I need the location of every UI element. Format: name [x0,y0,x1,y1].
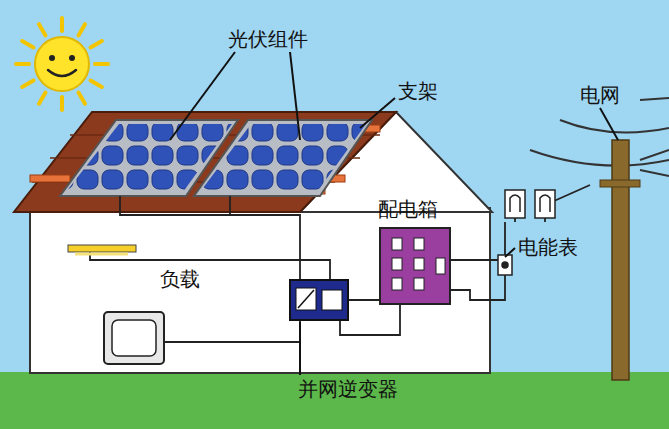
breaker [414,258,424,270]
television [104,312,164,364]
sun-ray [79,93,86,104]
leader-line [170,52,618,375]
sun-ray [95,62,108,66]
pv-panel [60,120,372,196]
component-label: 配电箱 [378,198,438,220]
breaker [392,238,402,250]
component-label: 支架 [398,80,438,102]
breaker [436,258,445,274]
sun-ray [39,93,46,104]
sun-ray [22,41,33,48]
breaker [392,278,402,290]
breaker [414,278,424,290]
component-label: 并网逆变器 [298,378,398,400]
sun-ray [91,41,102,48]
breaker [392,258,402,270]
component-label: 电能表 [518,236,578,258]
breaker [414,238,424,250]
house [14,112,492,373]
energy-meter [498,190,555,275]
sun-ray [60,18,64,31]
sun [16,18,108,110]
sun-ray [39,24,46,35]
inverter [290,280,348,320]
component-label: 光伏组件 [228,28,308,50]
sun-ray [91,81,102,88]
ground [0,372,669,429]
sun-ray [22,81,33,88]
component-label: 电网 [580,84,620,106]
component-label: 负载 [160,268,200,290]
lamp [68,245,136,254]
sun-ray [79,24,86,35]
distribution-box [380,228,450,304]
sun-ray [60,97,64,110]
sun-ray [16,62,29,66]
